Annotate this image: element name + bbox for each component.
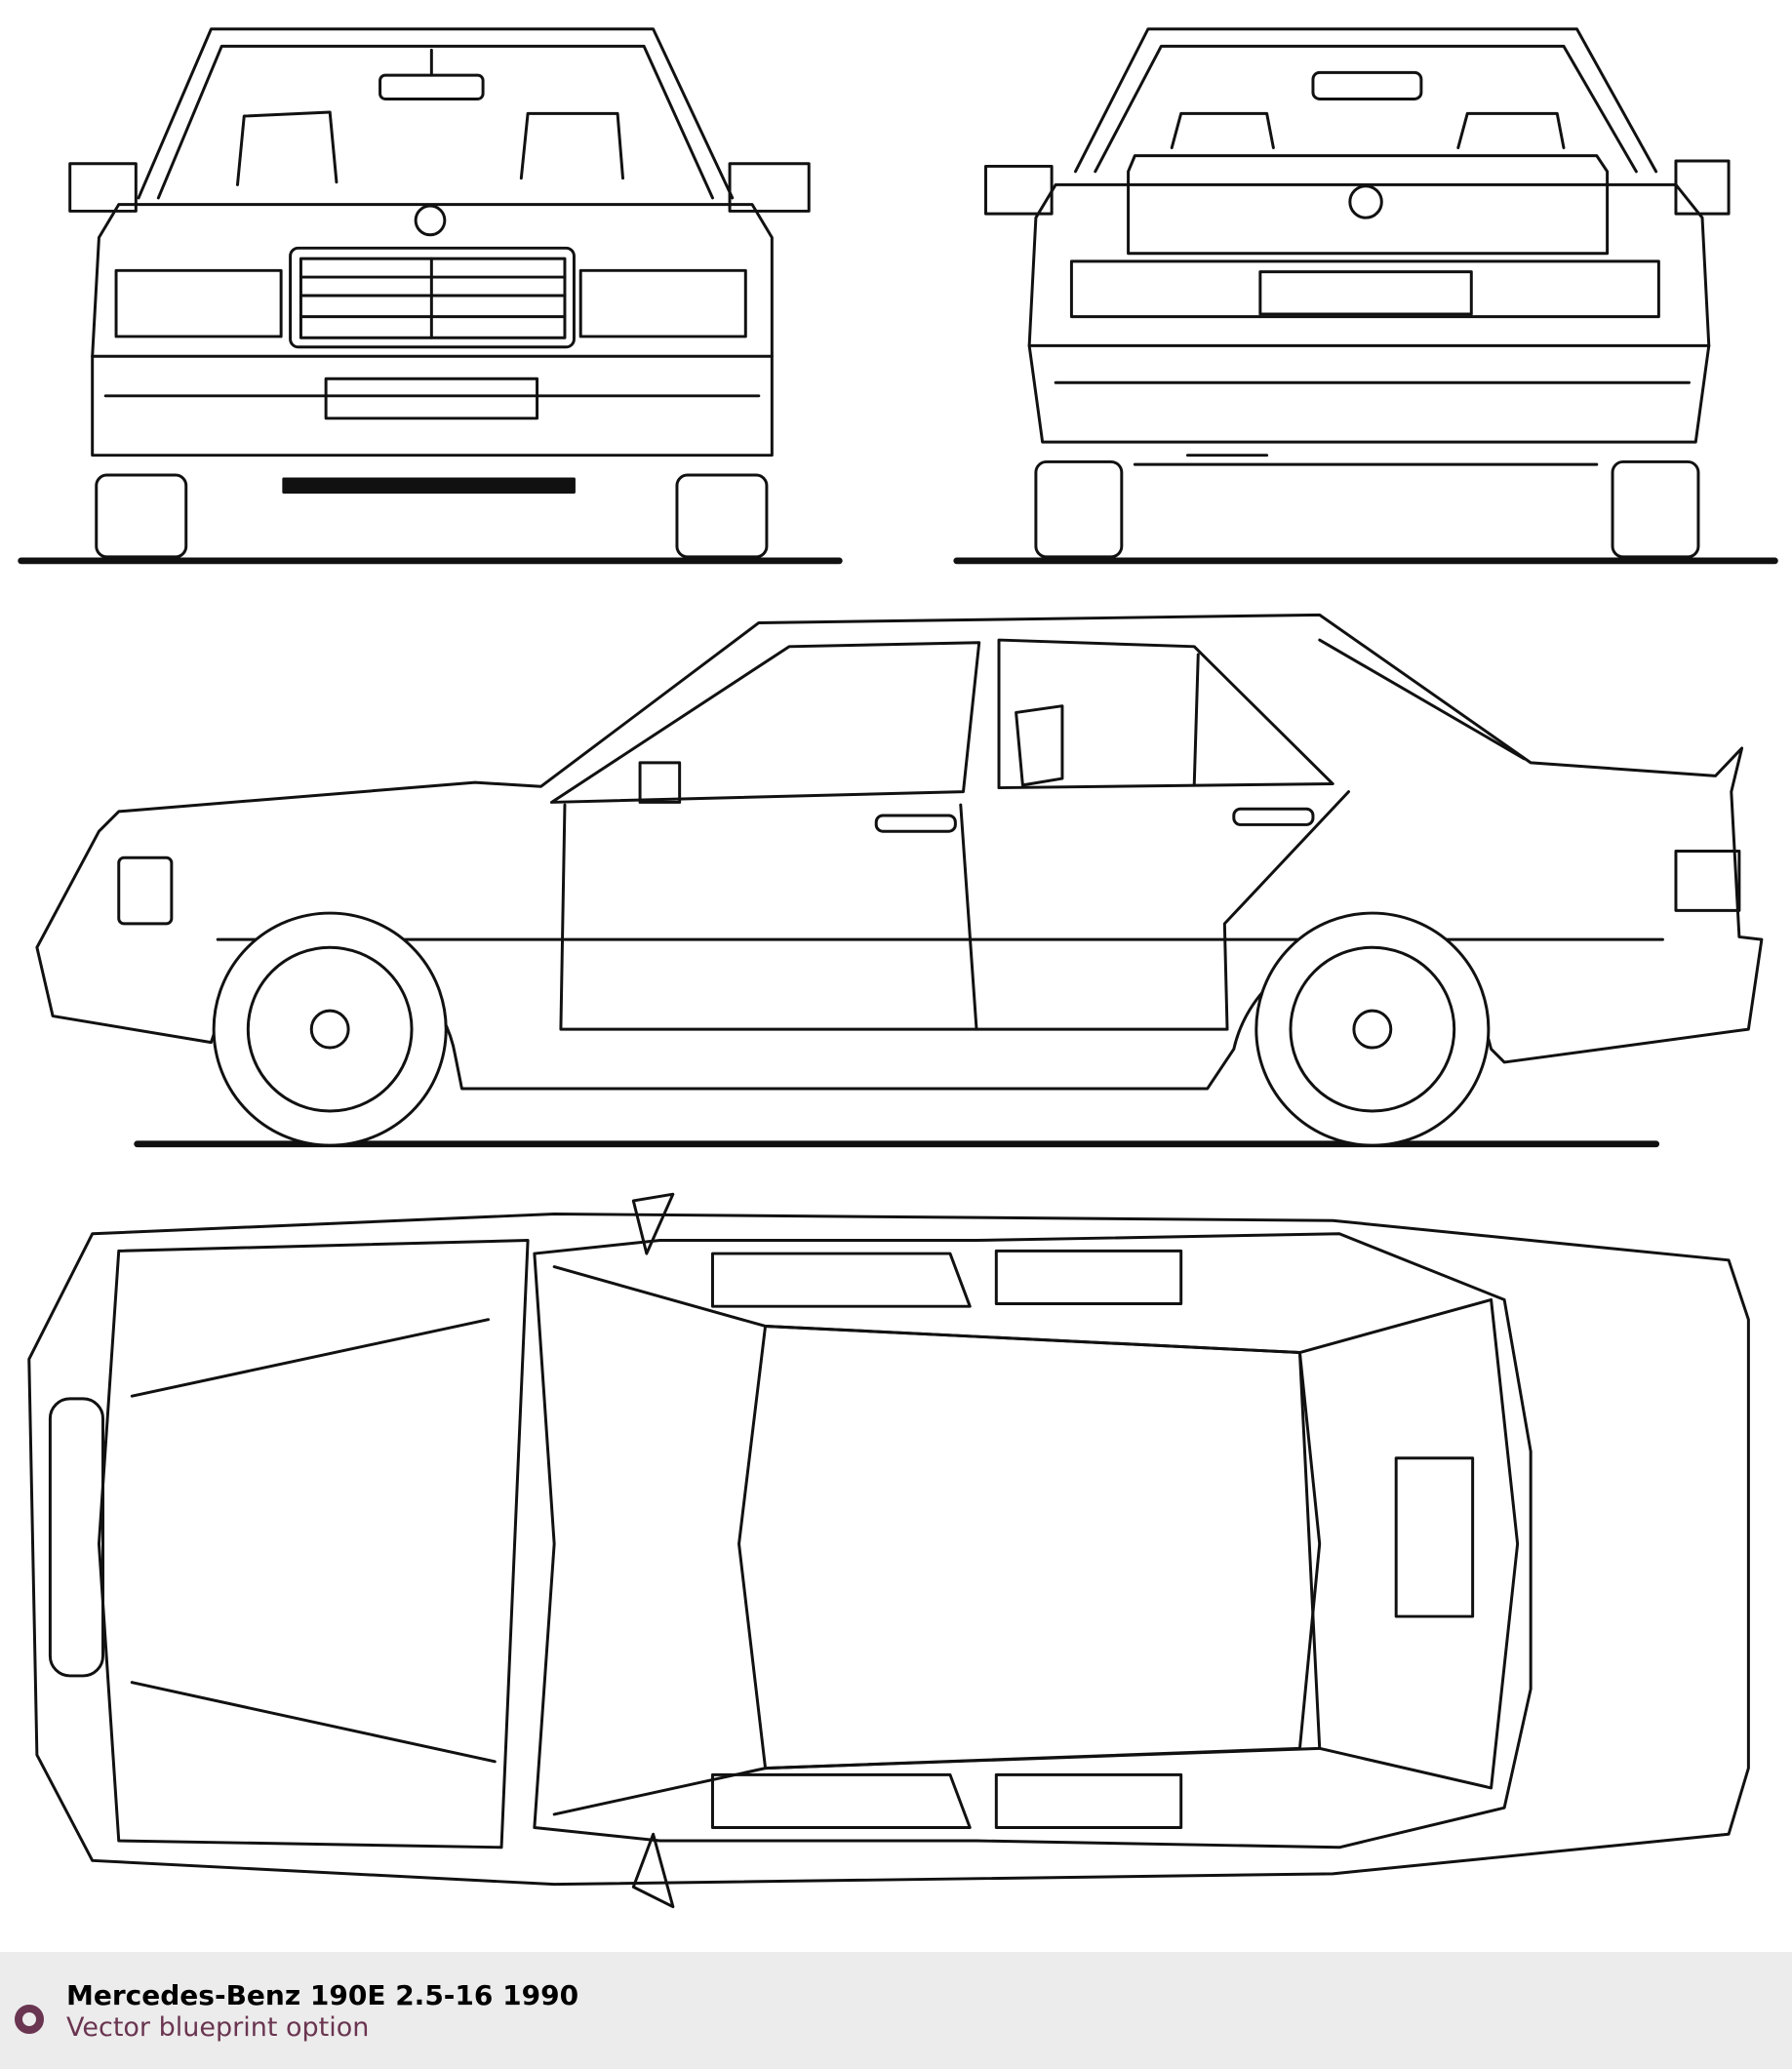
- front-view: [18, 27, 843, 565]
- side-view: [35, 613, 1764, 1148]
- blueprint-subtitle[interactable]: Vector blueprint option: [66, 2012, 370, 2043]
- car-blueprint: [18, 27, 1778, 1909]
- top-view: [27, 1192, 1750, 1909]
- blueprint-title: Mercedes-Benz 190E 2.5-16 1990: [66, 1979, 579, 2011]
- ring-icon: [15, 2005, 44, 2034]
- caption-bar: Mercedes-Benz 190E 2.5-16 1990 Vector bl…: [0, 1952, 1792, 2069]
- rear-view: [953, 27, 1778, 565]
